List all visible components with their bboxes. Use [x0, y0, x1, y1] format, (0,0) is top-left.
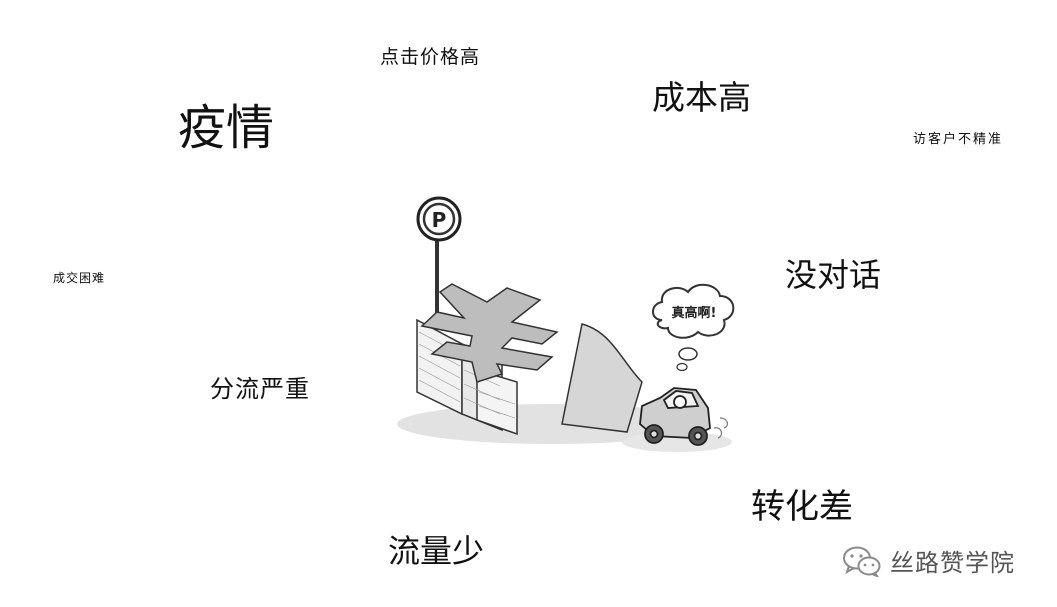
speech-bubble-text: 真高啊!: [672, 305, 717, 321]
wechat-icon: [843, 546, 881, 577]
watermark: 丝路赞学院: [842, 543, 1015, 578]
keyword-visitor-inaccurate: 访客户不精准: [913, 132, 1004, 147]
keyword-no-dialog: 没对话: [785, 256, 882, 294]
keyword-less-traffic: 流量少: [388, 532, 485, 570]
yuan-parking-cartoon: P 真高啊!: [397, 196, 735, 452]
keyword-deal-difficult: 成交困难: [53, 271, 106, 285]
speech-cloud: 真高啊!: [652, 283, 735, 372]
keyword-high-cost: 成本高: [652, 78, 751, 117]
keyword-diversion-serious: 分流严重: [210, 375, 310, 403]
watermark-text: 丝路赞学院: [890, 549, 1015, 577]
keyword-epidemic: 疫情: [178, 100, 275, 156]
small-car: [639, 387, 729, 446]
parking-sign: P: [416, 196, 462, 314]
keyword-click-price-high: 点击价格高: [380, 46, 481, 68]
keyword-poor-conversion: 转化差: [751, 487, 853, 527]
yuan-stack: [416, 283, 643, 436]
parking-letter: P: [432, 208, 447, 232]
